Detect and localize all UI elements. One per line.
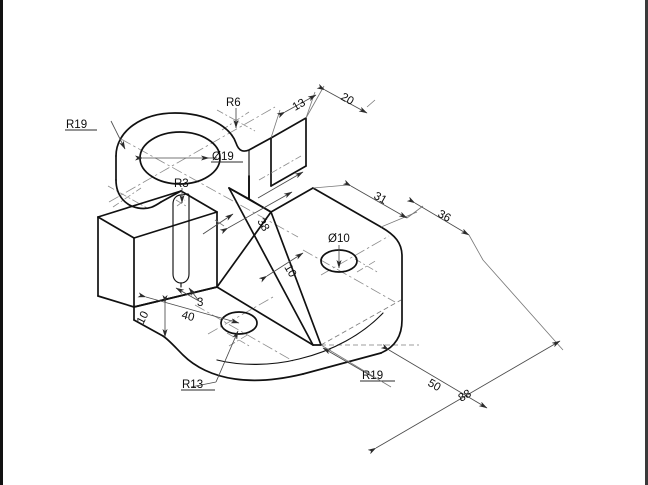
r19-base-leader [322, 347, 374, 378]
dim-31: 31 [312, 179, 418, 228]
dim10rib-label: 10 [281, 263, 298, 280]
dim40-label: 40 [180, 309, 195, 324]
dim-dia19: Ø19 [134, 151, 243, 163]
boss-top-outline [115, 112, 272, 157]
isometric-drawing-canvas: R19 Ø19 R6 R3 13 20 38 10 [65, 83, 564, 455]
base-hole-right-mark-a [354, 258, 380, 274]
dim13-label: 13 [291, 97, 308, 114]
r6-label: R6 [226, 97, 241, 109]
dim-r6: R6 [226, 97, 241, 129]
left-wall-top-inner [133, 211, 218, 239]
dim-36: 36 [406, 196, 484, 261]
r3-label: R3 [174, 178, 189, 190]
dim13-line [276, 94, 317, 119]
dim36-line [406, 196, 470, 236]
boss-center-axis-b [108, 106, 276, 203]
dim20-line [316, 83, 368, 114]
r19-top-leader [110, 120, 126, 150]
base-hole-right-mark-b [356, 259, 378, 273]
dim38-label: 38 [254, 217, 271, 234]
dim40-line [137, 292, 240, 324]
base-hole-left-center-a [194, 304, 294, 362]
dim-13: 13 [270, 91, 317, 139]
r19-top-label: R19 [66, 119, 87, 131]
dim36-label: 36 [436, 208, 453, 225]
base-hole-left-mark-a [226, 332, 252, 348]
web-witness-arrow [202, 213, 234, 235]
dim-dia10: Ø10 [328, 233, 350, 269]
r13-leader-tail [190, 381, 217, 388]
dim50-line [380, 343, 488, 409]
left-wall-top-front [97, 190, 182, 218]
dim36-ext-a [406, 205, 424, 219]
dim31-label: 31 [372, 190, 389, 207]
arm-inner-center [258, 155, 302, 181]
dim-10-rib: 10 [258, 252, 304, 283]
base-front-r13-curve [162, 335, 304, 382]
dim-web-witness [202, 171, 304, 235]
base-hole-right-center-a [302, 249, 396, 303]
dim-40: 40 [137, 292, 240, 324]
part-geometry-group [97, 112, 403, 382]
dim-10-base: 10 [135, 294, 168, 338]
left-wall-top-left [97, 216, 135, 239]
base-hole-left-center-b [207, 296, 274, 335]
dim88-label: 88 [457, 388, 474, 405]
boss-center-axis-a [120, 138, 299, 238]
base-right-rounded-edge [380, 226, 403, 354]
dim20-ext-b [366, 99, 376, 108]
dim10rib-line [258, 252, 304, 283]
arm-bottom-right-edge [270, 165, 307, 187]
dim38-line [219, 191, 293, 235]
dim88-line [367, 340, 561, 455]
rib-base-intersection [216, 286, 314, 346]
dim-r3: R3 [174, 178, 189, 204]
r19-base-construction-a [320, 299, 402, 346]
dim36-ext-b [468, 234, 484, 261]
dim20-label: 20 [339, 91, 356, 108]
dim3-leader [175, 287, 200, 302]
dia10-label: Ø10 [328, 233, 350, 245]
slot-outline [172, 195, 190, 284]
base-front-lower-offset [216, 312, 384, 365]
dim-r13: R13 [181, 330, 239, 391]
dim-38: 38 [214, 191, 293, 235]
slot-top-radius [172, 193, 190, 205]
base-top-left-edges [133, 187, 314, 308]
dim31-ext-a [312, 184, 349, 189]
arm-top-right-edges [270, 117, 307, 167]
r13-leader [215, 330, 239, 383]
dim3-label: 3 [197, 297, 203, 309]
dia19-label: Ø19 [212, 151, 234, 163]
arm-witness-arrow [257, 171, 304, 199]
dim-88: 88 [367, 259, 564, 455]
boss-bottom-left-curve [115, 179, 162, 210]
dim31-line [342, 179, 408, 219]
base-top-rear-edge [312, 187, 382, 228]
r19-left-center-b [112, 187, 142, 208]
dim-r19-top: R19 [65, 119, 126, 150]
dim20-ext-a [305, 85, 325, 119]
dim10base-label: 10 [135, 310, 152, 327]
dim88-ext-a [482, 259, 564, 351]
left-wall-bottom-left [97, 295, 135, 308]
dim-20: 20 [305, 83, 376, 119]
r13-label: R13 [182, 379, 203, 391]
